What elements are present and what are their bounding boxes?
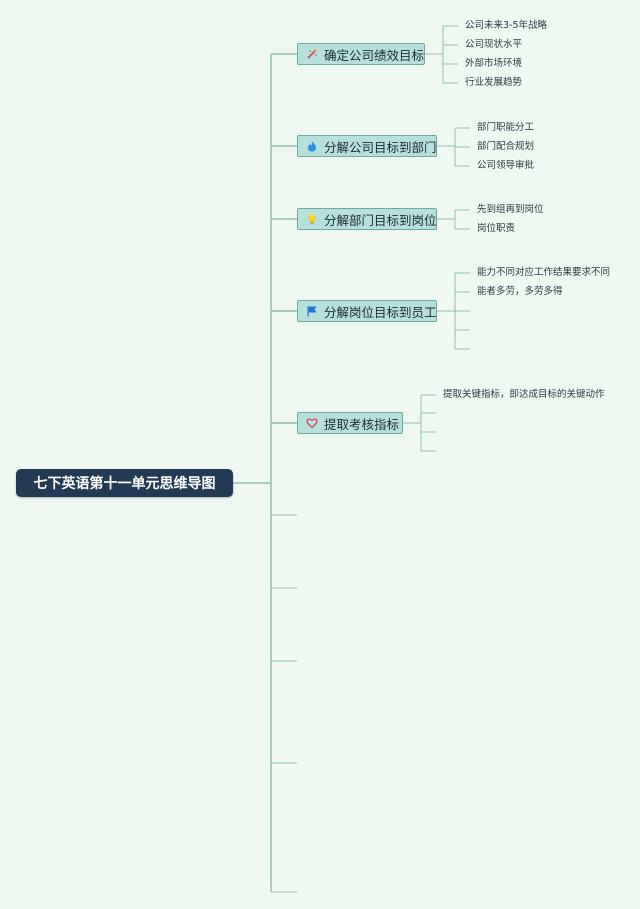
leaf-ability-results[interactable]: 能力不同对应工作结果要求不同 [477, 267, 611, 278]
leaf-current-level[interactable]: 公司现状水平 [465, 39, 523, 50]
topic-label: 分解公司目标到部门 [324, 139, 437, 155]
leaf-leader-approval[interactable]: 公司领导审批 [477, 160, 535, 171]
topic-company-to-department[interactable]: 分解公司目标到部门 [297, 135, 437, 157]
root-title: 七下英语第十一单元思维导图 [33, 476, 216, 492]
topic-label: 确定公司绩效目标 [324, 47, 425, 63]
flag-icon [306, 305, 318, 317]
root-topic[interactable]: 七下英语第十一单元思维导图 [16, 469, 233, 497]
topic-set-company-goals[interactable]: 确定公司绩效目标 [297, 43, 425, 65]
leaf-position-duties[interactable]: 岗位职责 [477, 223, 516, 234]
flame-icon [306, 140, 318, 152]
leaf-more-work-more-pay[interactable]: 能者多劳，多劳多得 [477, 286, 563, 297]
bulb-icon [306, 213, 318, 225]
leaf-industry-trend[interactable]: 行业发展趋势 [465, 77, 523, 88]
heart-icon [306, 417, 318, 429]
topic-label: 提取考核指标 [324, 416, 400, 432]
leaf-strategy[interactable]: 公司未来3-5年战略 [465, 20, 548, 31]
topic-department-to-position[interactable]: 分解部门目标到岗位 [297, 208, 437, 230]
topic-label: 分解部门目标到岗位 [324, 212, 437, 228]
leaf-market-environment[interactable]: 外部市场环境 [465, 58, 523, 69]
topic-position-to-employee[interactable]: 分解岗位目标到员工 [297, 300, 437, 322]
leaf-department-functions[interactable]: 部门职能分工 [477, 122, 535, 133]
topic-label: 分解岗位目标到员工 [324, 304, 437, 320]
wand-icon [306, 48, 318, 60]
leaf-department-coordination[interactable]: 部门配合规划 [477, 141, 535, 152]
topic-extract-indicators[interactable]: 提取考核指标 [297, 412, 403, 434]
leaf-key-indicators[interactable]: 提取关键指标，即达成目标的关键动作 [443, 389, 605, 400]
leaf-group-then-position[interactable]: 先到组再到岗位 [477, 204, 544, 215]
